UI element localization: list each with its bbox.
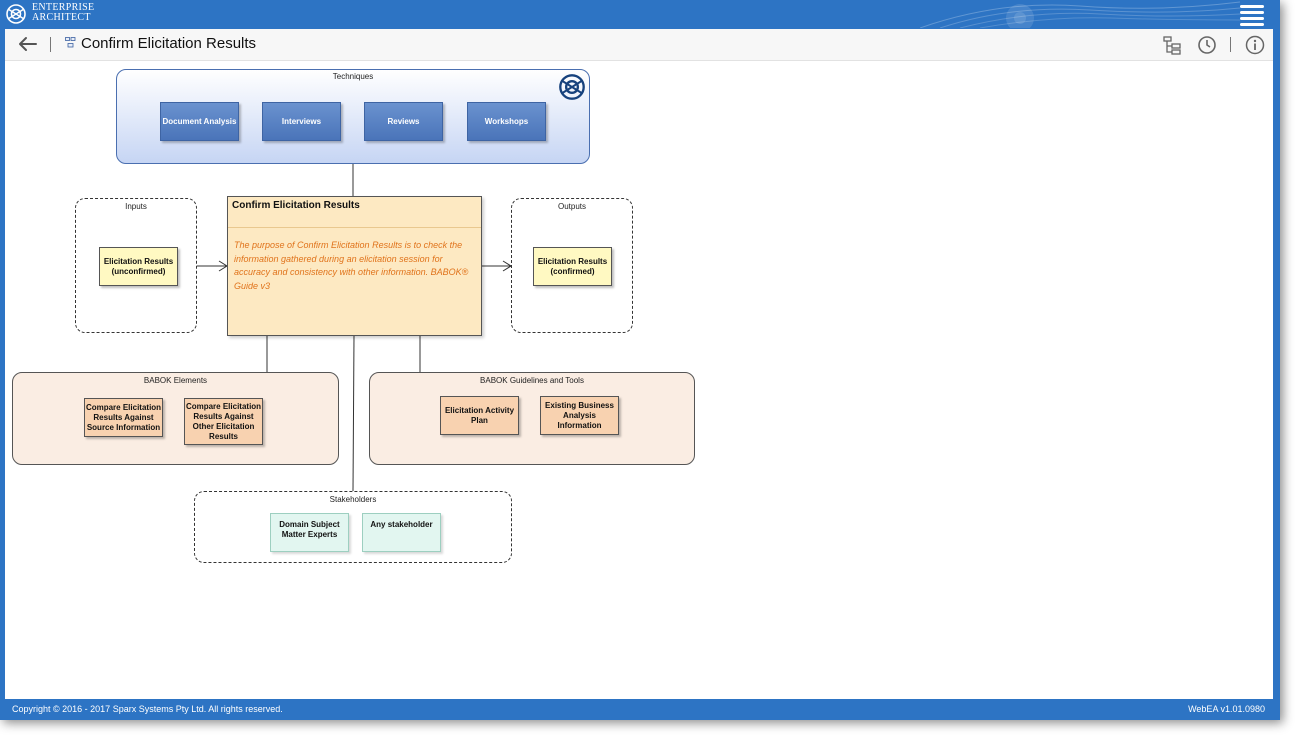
page-title: Confirm Elicitation Results	[81, 35, 257, 52]
toolbar-divider	[50, 37, 51, 52]
copyright-text: Copyright © 2016 - 2017 Sparx Systems Pt…	[12, 704, 283, 714]
footer: Copyright © 2016 - 2017 Sparx Systems Pt…	[0, 700, 1280, 720]
babok-guidelines-title: BABOK Guidelines and Tools	[480, 376, 584, 385]
task-description-block: The purpose of Confirm Elicitation Resul…	[234, 239, 478, 293]
stakeholders-title: Stakeholders	[329, 495, 377, 504]
connector-lines	[195, 163, 512, 492]
technique-document-analysis[interactable]: Document Analysis	[160, 102, 239, 141]
stakeholders-group[interactable]: Stakeholders Domain Subject Matter Exper…	[194, 491, 512, 563]
inputs-group[interactable]: Inputs Elicitation Results (unconfirmed)	[75, 198, 197, 333]
toolbar-divider	[1230, 37, 1231, 52]
diagram-canvas: Techniques Document Analysis Interviews …	[5, 60, 1273, 699]
diagram-icon	[65, 37, 76, 48]
input-elicitation-results-unconfirmed[interactable]: Elicitation Results (unconfirmed)	[99, 247, 178, 286]
sparx-logo-icon	[559, 74, 585, 100]
guideline-elicitation-activity-plan[interactable]: Elicitation Activity Plan	[440, 396, 519, 435]
sparx-ea-logo-icon[interactable]	[6, 4, 26, 24]
version-text: WebEA v1.01.0980	[1188, 704, 1265, 714]
webea-window: ENTERPRISE ARCHITECT Confirm Elicitation…	[0, 0, 1280, 720]
arrow-left-icon[interactable]	[17, 35, 39, 53]
task-confirm-elicitation-results[interactable]: Confirm Elicitation Results The purpose …	[227, 196, 482, 336]
history-clock-icon[interactable]	[1197, 35, 1217, 55]
babok-guidelines-group[interactable]: BABOK Guidelines and Tools Elicitation A…	[369, 372, 695, 465]
element-compare-against-source[interactable]: Compare Elicitation Results Against Sour…	[84, 398, 163, 437]
outputs-title: Outputs	[557, 202, 586, 211]
technique-reviews[interactable]: Reviews	[364, 102, 443, 141]
task-source: BABOK® Guide v3	[234, 267, 469, 291]
task-title: Confirm Elicitation Results	[232, 200, 360, 211]
task-divider	[228, 227, 481, 228]
info-icon[interactable]	[1245, 35, 1265, 55]
toolbar: Confirm Elicitation Results	[5, 29, 1273, 61]
techniques-group[interactable]: Techniques Document Analysis Interviews …	[116, 69, 590, 164]
brand-line1: ENTERPRISE	[32, 2, 95, 13]
output-elicitation-results-confirmed[interactable]: Elicitation Results (confirmed)	[533, 247, 612, 286]
hamburger-menu-icon[interactable]	[1240, 5, 1264, 26]
brand-name: ENTERPRISE ARCHITECT	[32, 3, 94, 23]
browser-tree-icon[interactable]	[1163, 35, 1183, 55]
task-description: The purpose of Confirm Elicitation Resul…	[234, 240, 463, 277]
technique-interviews[interactable]: Interviews	[262, 102, 341, 141]
technique-workshops[interactable]: Workshops	[467, 102, 546, 141]
techniques-title: Techniques	[332, 72, 374, 81]
element-compare-against-other-results[interactable]: Compare Elicitation Results Against Othe…	[184, 398, 263, 445]
babok-elements-group[interactable]: BABOK Elements Compare Elicitation Resul…	[12, 372, 339, 465]
stakeholder-any[interactable]: Any stakeholder	[362, 513, 441, 552]
guideline-existing-ba-information[interactable]: Existing Business Analysis Information	[540, 396, 619, 435]
stakeholder-domain-sme[interactable]: Domain Subject Matter Experts	[270, 513, 349, 552]
banner-decoration	[920, 1, 1240, 28]
inputs-title: Inputs	[125, 202, 147, 211]
brand-line2: ARCHITECT	[32, 12, 91, 23]
main-panel: Confirm Elicitation Results	[5, 29, 1273, 699]
outputs-group[interactable]: Outputs Elicitation Results (confirmed)	[511, 198, 633, 333]
babok-elements-title: BABOK Elements	[143, 376, 208, 385]
